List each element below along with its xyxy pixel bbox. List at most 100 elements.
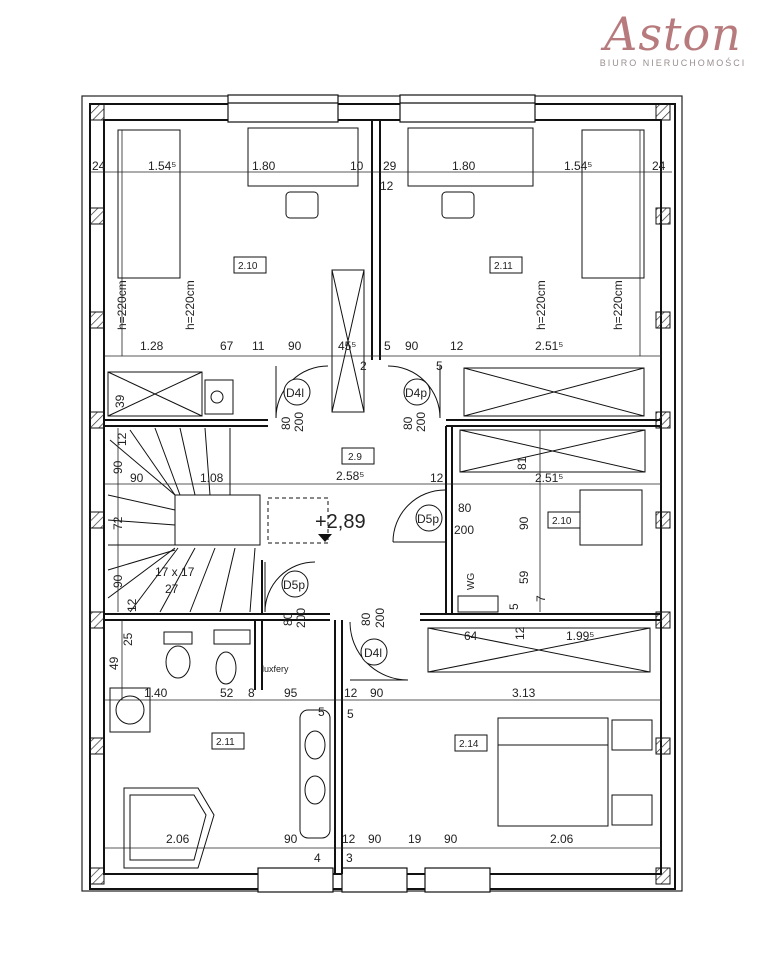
door-tag: D5p <box>283 578 305 592</box>
dimension-label: 5 <box>507 603 521 610</box>
dimension-label: 4 <box>314 851 321 865</box>
dimension-label: 80 <box>359 612 373 626</box>
dimension-label: 12 <box>115 432 129 446</box>
dimension-label: 90 <box>444 832 458 846</box>
wc-label: WG <box>466 573 477 590</box>
dimension-label: 3 <box>346 851 353 865</box>
dimension-label: 1.80 <box>252 159 276 173</box>
dimension-label: 2.06 <box>166 832 190 846</box>
dimension-label: 2.58⁵ <box>336 469 364 483</box>
dimension-label: 12 <box>513 626 527 640</box>
door-tag: D4l <box>286 386 304 400</box>
dimension-label: 81 <box>515 456 529 470</box>
logo-subtitle: BIURO NIERUCHOMOŚCI <box>599 58 747 68</box>
bottom-windows <box>257 867 491 893</box>
dimension-label: 90 <box>288 339 302 353</box>
dimension-label: 200 <box>454 523 474 537</box>
dimension-label: 2.06 <box>550 832 574 846</box>
dimension-label: 1.54⁵ <box>564 159 592 173</box>
dimension-label: 1.54⁵ <box>148 159 176 173</box>
room-label-2-10-b: 2.10 <box>552 516 572 527</box>
height-label: h=220cm <box>115 280 129 330</box>
dimension-label: 90 <box>370 686 384 700</box>
room-number-boxes <box>211 256 581 752</box>
floor-level-mark: +2,89 <box>315 511 366 533</box>
door-tag-circles <box>281 378 443 666</box>
dimension-label: 1.40 <box>144 686 168 700</box>
dimension-label: 80 <box>281 612 295 626</box>
height-label: h=220cm <box>611 280 625 330</box>
dimension-label: 1.80 <box>452 159 476 173</box>
dimension-label: 12 <box>430 471 444 485</box>
dimension-label: 12 <box>125 598 139 612</box>
room-label-2-11-a: 2.11 <box>494 261 513 272</box>
door-tag: D4p <box>405 386 427 400</box>
dimension-label: 90 <box>405 339 419 353</box>
dimension-label: 95 <box>284 686 298 700</box>
dimension-label: 5 <box>318 705 325 719</box>
door-tag: D4l <box>364 646 382 660</box>
dimension-label: 2.51⁵ <box>535 471 563 485</box>
dimension-label: 72 <box>111 516 125 530</box>
dimension-label: 80 <box>401 416 415 430</box>
glass-blocks-label: luxfery <box>262 664 289 674</box>
dimension-label: 45⁵ <box>338 339 356 353</box>
dimension-label: 3.13 <box>512 686 536 700</box>
room-label-2-11-b: 2.11 <box>216 737 235 748</box>
dimension-label: 19 <box>408 832 422 846</box>
dimension-label: 80 <box>458 501 472 515</box>
dimension-label: 80 <box>279 416 293 430</box>
dimension-lines <box>90 130 672 849</box>
dimension-label: 8 <box>248 686 255 700</box>
stairs-step-label: 17 x 17 <box>155 565 195 579</box>
dimension-label: 7 <box>534 595 548 602</box>
dimension-label: 2 <box>360 359 367 373</box>
dimension-label: 12 <box>342 832 356 846</box>
dimension-label: 12 <box>450 339 464 353</box>
dimension-label: 5 <box>347 707 354 721</box>
dimension-label: 200 <box>292 412 306 432</box>
dimension-label: 1.28 <box>140 339 164 353</box>
staircase <box>107 427 261 613</box>
dimension-label: 49 <box>107 656 121 670</box>
dimension-label: 11 <box>252 339 265 353</box>
dimension-label: 200 <box>414 412 428 432</box>
stairs-count-label: 27 <box>165 582 179 596</box>
dimension-label: 29 <box>383 159 397 173</box>
dimension-label: 1.99⁵ <box>566 629 594 643</box>
wardrobes <box>107 269 651 673</box>
dimension-label: 90 <box>111 460 125 474</box>
room-label-2-10-a: 2.10 <box>238 261 258 272</box>
dimension-label: 24 <box>92 159 106 173</box>
dimension-label: 24 <box>652 159 666 173</box>
dimension-label: 59 <box>517 570 531 584</box>
hatched-blocks <box>89 103 671 885</box>
room-label-2-14: 2.14 <box>459 739 479 750</box>
dimension-label: 2.51⁵ <box>535 339 563 353</box>
bathroom-fixtures <box>109 595 499 869</box>
dimension-label: 5 <box>436 359 443 373</box>
dimension-label: 12 <box>344 686 358 700</box>
logo-wordmark: Aston <box>604 7 742 61</box>
interior-walls <box>104 120 661 874</box>
dimension-texts: 24 1.54⁵ 1.80 10 29 1.80 1.54⁵ 24 12 1.2… <box>92 159 666 865</box>
company-logo: Aston BIURO NIERUCHOMOŚCI <box>593 8 753 68</box>
height-label: h=220cm <box>534 280 548 330</box>
door-tag: D5p <box>417 512 439 526</box>
dimension-label: 67 <box>220 339 234 353</box>
dimension-label: 90 <box>111 574 125 588</box>
dimension-label: 25 <box>121 632 135 646</box>
dimension-label: 5 <box>384 339 391 353</box>
dimension-label: 200 <box>373 608 387 628</box>
furniture <box>117 127 653 827</box>
dimension-label: 1.08 <box>200 471 224 485</box>
dimension-label: 90 <box>284 832 298 846</box>
dimension-label: 200 <box>294 608 308 628</box>
dimension-label: 52 <box>220 686 234 700</box>
dimension-label: 90 <box>130 471 144 485</box>
dimension-label: 12 <box>380 179 394 193</box>
room-label-2-9: 2.9 <box>348 452 362 463</box>
level-marker <box>318 534 332 542</box>
